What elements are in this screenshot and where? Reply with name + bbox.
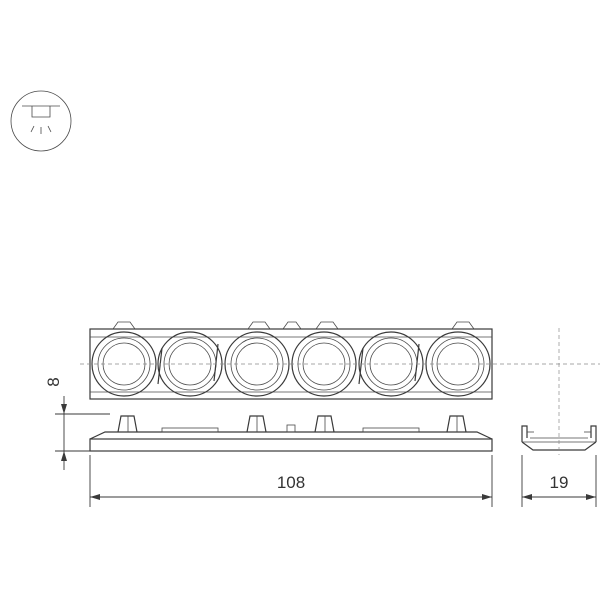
length-dimension: 108 [89,455,493,507]
height-label: 8 [44,377,63,386]
width-dimension: 19 [521,455,597,507]
recessed-downlight-icon [10,90,72,152]
end-view [521,328,597,455]
length-label: 108 [277,473,305,492]
side-view [89,415,493,452]
height-dimension: 8 [44,377,110,470]
top-view [80,321,600,400]
width-label: 19 [550,473,569,492]
